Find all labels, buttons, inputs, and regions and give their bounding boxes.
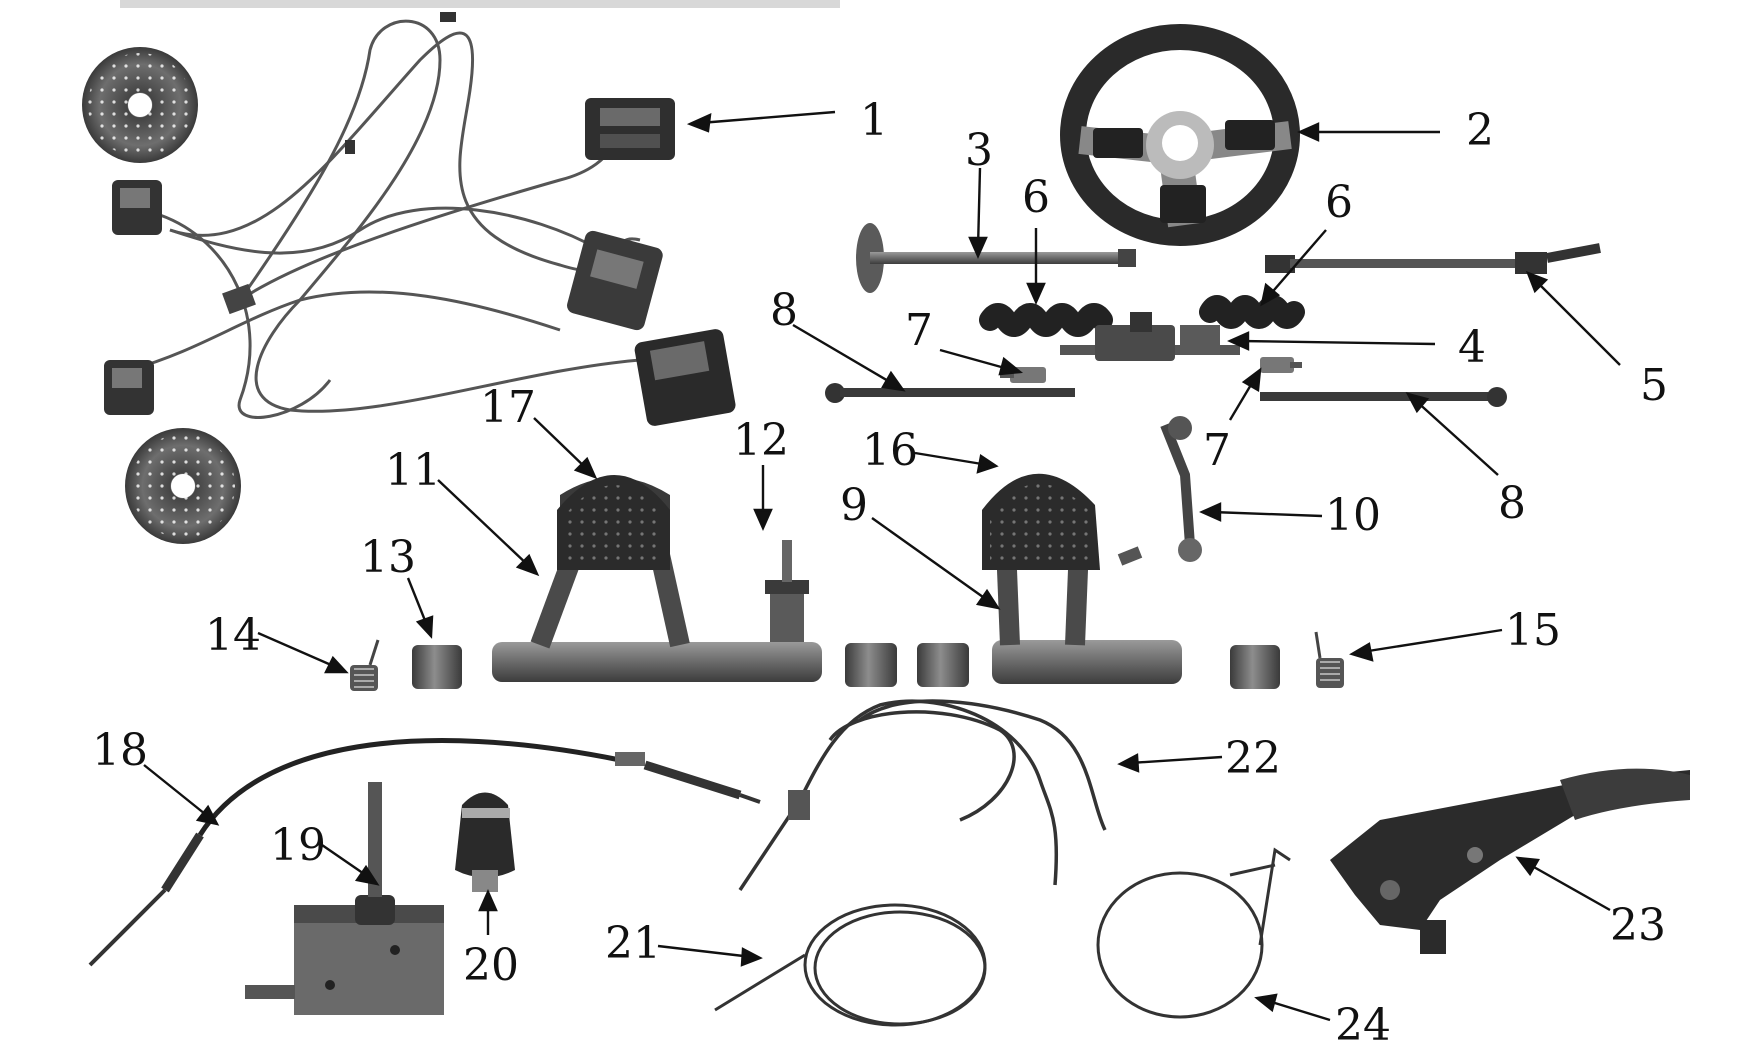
dust-boot-right (1199, 295, 1305, 329)
brake-caliper-lower-right (634, 329, 736, 426)
leader-arrows (143, 110, 1621, 1022)
steering-rack (1060, 312, 1240, 361)
shift-knob-20 (455, 792, 515, 892)
callout-numbers: 1 2 3 4 5 6 6 7 7 8 8 9 10 11 12 13 14 1… (92, 95, 1668, 1051)
throttle-cable-24 (1096, 847, 1291, 1019)
callout-4: 4 (1458, 322, 1486, 373)
return-spring-14 (350, 639, 380, 691)
universal-joint-shaft (1265, 243, 1601, 274)
shift-cable-18 (88, 738, 761, 967)
tie-rod-right (1260, 387, 1507, 407)
shifter-base-19 (245, 782, 444, 1015)
tie-rod-left (825, 383, 1075, 403)
callout-14: 14 (205, 610, 261, 661)
throttle-cable-22 (738, 699, 1107, 891)
callout-6-left: 6 (1022, 172, 1050, 223)
brake-caliper-left-lower (104, 360, 154, 415)
pedal-rod-10 (1160, 416, 1202, 562)
bushing-13 (412, 645, 462, 689)
pedal-pad-16 (982, 473, 1100, 570)
callout-5: 5 (1640, 360, 1668, 411)
callout-20: 20 (463, 940, 519, 991)
steering-wheel (1060, 24, 1300, 246)
callout-8-left: 8 (770, 285, 798, 336)
hand-brake-lever-23 (1330, 768, 1690, 954)
bushing-center-1 (845, 643, 897, 687)
parking-brake-cable-21 (714, 903, 987, 1027)
brake-disc-top (82, 47, 198, 163)
callout-2: 2 (1466, 105, 1494, 156)
brake-caliper-left-upper (112, 180, 162, 235)
callout-8-right: 8 (1498, 478, 1526, 529)
tie-rod-end-right (1260, 357, 1302, 373)
callout-18: 18 (92, 725, 148, 776)
callout-7-right: 7 (1203, 425, 1231, 476)
callout-13: 13 (360, 532, 416, 583)
brake-caliper-1 (585, 98, 675, 160)
callout-21: 21 (605, 918, 661, 969)
brake-hoses (129, 19, 641, 419)
callout-17: 17 (480, 382, 536, 433)
top-edge-line (120, 0, 840, 8)
callout-19: 19 (270, 820, 326, 871)
brake-caliper-mid (567, 230, 663, 331)
callout-1: 1 (860, 95, 888, 146)
callout-15: 15 (1505, 605, 1561, 656)
bushing-right (1230, 645, 1280, 689)
steering-column (856, 223, 1136, 293)
brake-hose-junction (222, 12, 456, 315)
callout-22: 22 (1225, 733, 1281, 784)
callout-16: 16 (862, 425, 918, 476)
callout-3: 3 (965, 125, 993, 176)
bushing-center-2 (917, 643, 969, 687)
return-spring-15 (1314, 631, 1344, 688)
callout-23: 23 (1610, 900, 1666, 951)
callout-9: 9 (840, 480, 868, 531)
dust-boot-left (979, 303, 1113, 337)
callout-6-right: 6 (1325, 177, 1353, 228)
callout-24: 24 (1335, 1000, 1391, 1051)
master-cylinder-12 (765, 540, 809, 642)
callout-7-left: 7 (905, 305, 933, 356)
callout-12: 12 (733, 415, 789, 466)
callout-11: 11 (385, 445, 441, 496)
pedal-pad-17 (557, 475, 670, 570)
brake-disc-bottom (125, 428, 241, 544)
callout-10: 10 (1325, 490, 1381, 541)
